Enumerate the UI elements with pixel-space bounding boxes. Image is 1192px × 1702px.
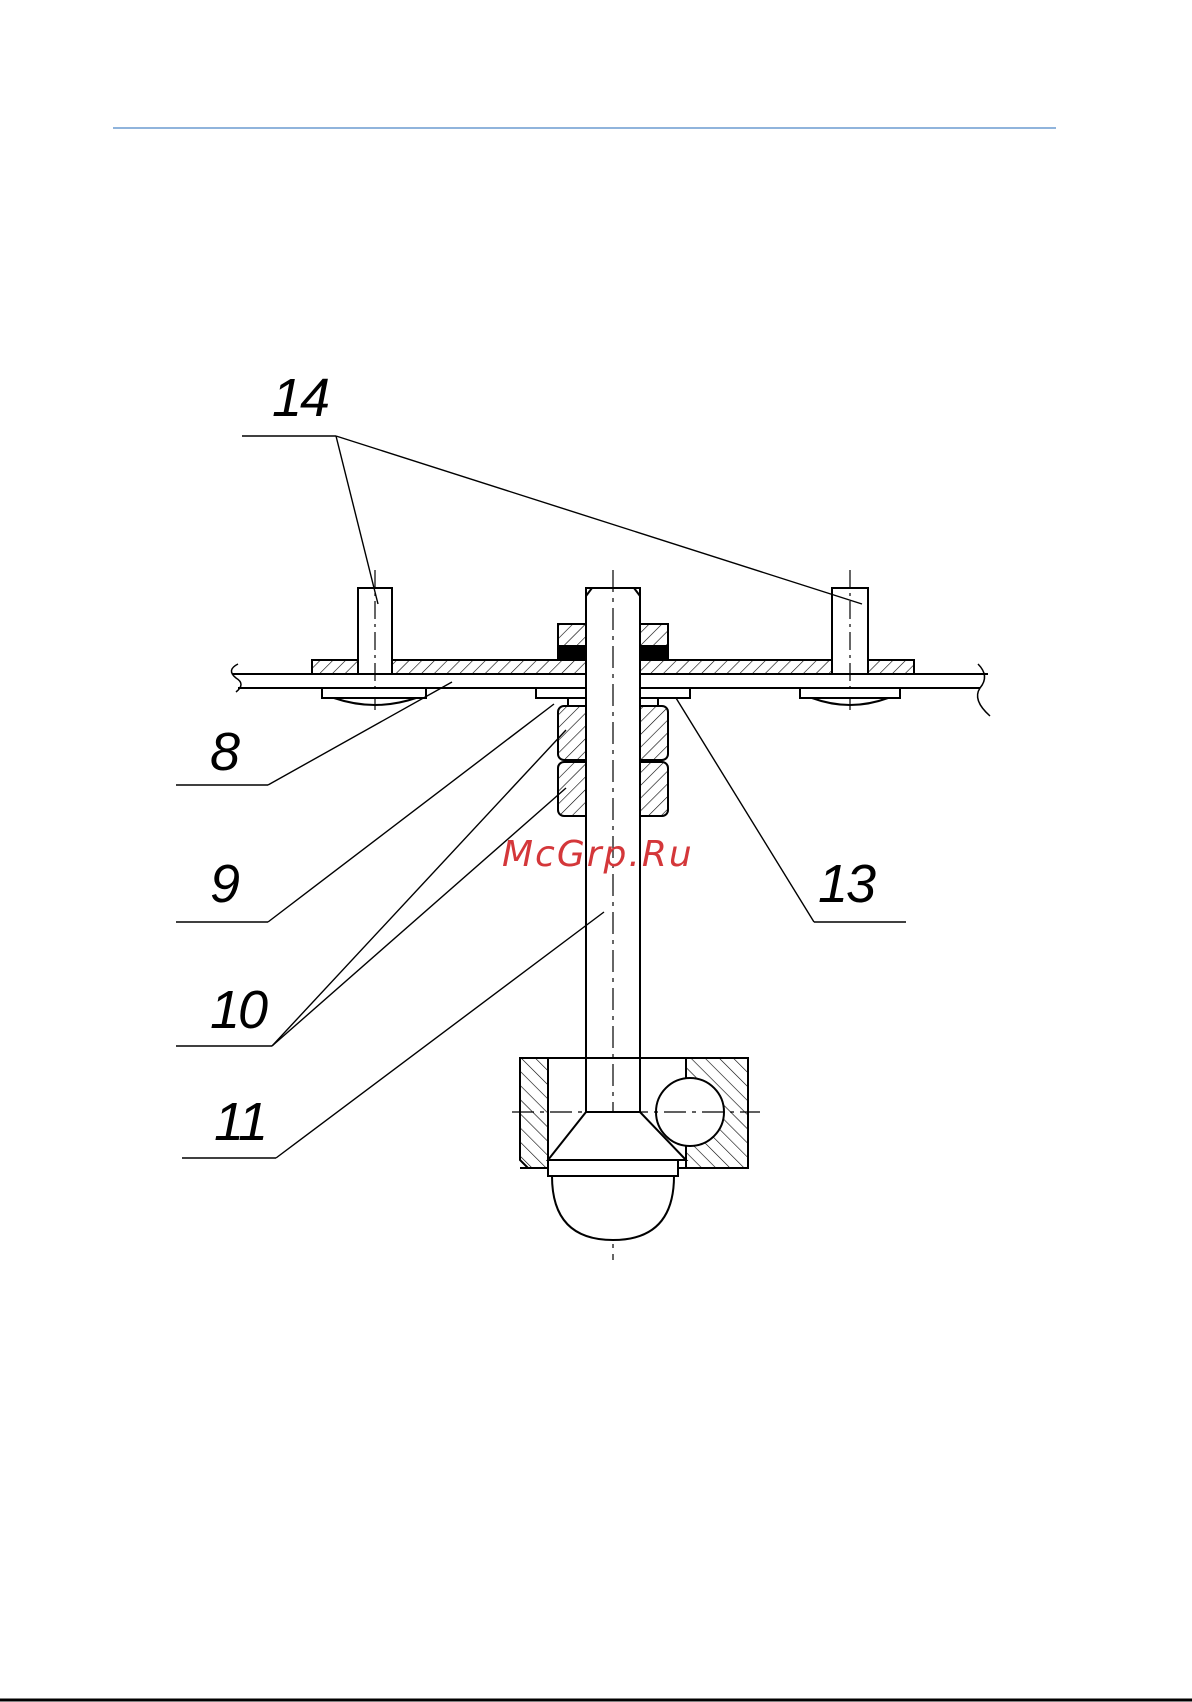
callout-label-9: 9 <box>210 854 239 914</box>
break-line-right <box>978 664 990 716</box>
callout-label-13: 13 <box>818 854 876 914</box>
callout-label-10: 10 <box>210 980 268 1040</box>
callout-label-11: 11 <box>214 1092 266 1152</box>
break-line-left <box>231 664 241 692</box>
housing-left <box>520 1058 548 1168</box>
watermark-text: McGrp.Ru <box>502 834 694 875</box>
callout-label-14: 14 <box>272 368 328 428</box>
leader-lines <box>176 436 906 1158</box>
callout-label-8: 8 <box>210 722 240 782</box>
ball-tip <box>552 1176 674 1240</box>
stud-left <box>358 588 392 674</box>
